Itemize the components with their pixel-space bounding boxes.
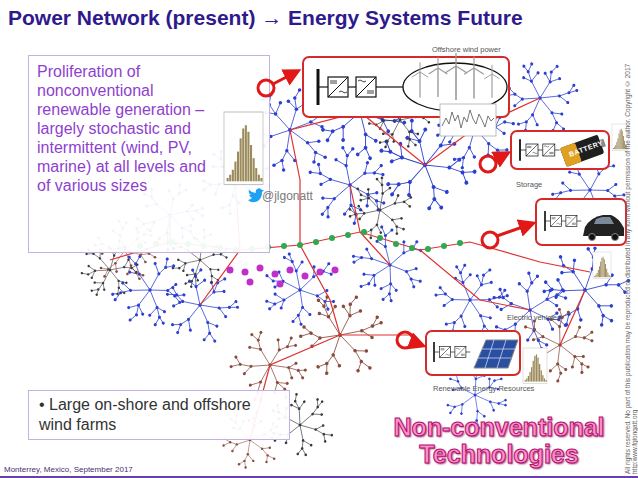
text-box: • Large on-shore and offshore wind farms [28,390,290,440]
electric-car-icon [589,234,596,241]
generation-bus [287,267,294,274]
converter-symbol [434,342,470,362]
twitter-bird [248,188,264,202]
transmission-bus [393,241,399,247]
box-caption: Storage [516,180,542,189]
callout-arrows [495,154,506,160]
histogram [593,252,611,278]
technology-box: Electric vehicles [535,198,627,246]
generation-bus [317,269,324,276]
transmission-bus [329,235,335,241]
twitter-bird [248,188,264,202]
transmission-bus [377,235,383,241]
box-text: Proliferation of nonconventional renewab… [37,62,219,195]
transmission-bus [409,245,415,251]
histogram [224,112,263,185]
wind-speed-chart [440,104,496,136]
transmission-bus [313,239,319,245]
callout-arrows [258,72,531,348]
callout-arrows [413,342,421,345]
converter-symbol [318,69,384,105]
solar-panel-icon [474,340,518,368]
box-caption: Electric vehicles [507,313,561,322]
wind-speed-chart [442,110,494,128]
solar-panel-icon [478,340,515,368]
wind-farm-outline [403,63,507,111]
transmission-bus [345,232,351,238]
battery-icon [560,134,604,166]
generation-bus [277,281,284,288]
wind-turbines [464,56,484,98]
wind-speed-chart [440,104,496,136]
bullet-text: • Large on-shore and offshore wind farms [39,395,274,435]
box-caption: Renewable Energy Resources [433,384,534,393]
callout-arrows [258,80,274,96]
transmission-bus [281,243,287,249]
transmission-bus [361,229,367,235]
battery-icon [560,143,582,167]
wind-turbines [429,57,448,97]
converter-symbol [545,211,581,231]
generation-bus [257,265,264,272]
callout-arrows [480,156,496,172]
footer-rule [0,476,638,478]
electric-car-icon [594,217,614,224]
slide-title: Power Network (present) → Energy Systems… [8,6,523,30]
electric-car-icon [583,215,624,236]
callout-arrows [482,232,498,248]
generation-bus [302,273,309,280]
wind-turbines [484,65,499,98]
electric-car-icon [612,234,619,241]
footer-note: Monterrey, Mexico, September 2017 [4,465,133,474]
wind-turbines [412,62,429,97]
transmission-bus [297,242,303,248]
wire [384,86,403,87]
generation-bus [247,279,254,286]
text-box: Proliferation of nonconventional renewab… [28,55,270,253]
technology-box: Offshore wind power [302,56,510,118]
histogram [523,348,547,383]
generation-bus [242,269,249,276]
transmission-bus [441,243,447,249]
box-caption: Offshore wind power [432,45,501,54]
technology-box: Storage [510,130,610,170]
electric-car-icon [583,215,624,241]
callout-arrows [273,72,296,84]
generation-bus [272,271,279,278]
transmission-bus [425,246,431,252]
histogram [612,124,629,150]
battery-icon [600,139,606,148]
battery-icon [560,133,608,167]
wordart-banner: Non-conventional Technologies [368,414,630,468]
wind-turbines [445,53,467,100]
transmission-bus [457,240,463,246]
feeder-clusters [527,232,638,347]
generation-bus [332,267,339,274]
callout-arrows [497,224,531,236]
wind-turbines [412,53,500,100]
feeder-clusters [338,168,422,251]
generation-bus [227,267,234,274]
generation-bus [227,265,339,288]
solar-panel-icon [474,340,518,368]
callout-arrows [397,332,413,348]
technology-box: Renewable Energy Resources [425,330,521,376]
converter-symbol [520,139,560,161]
